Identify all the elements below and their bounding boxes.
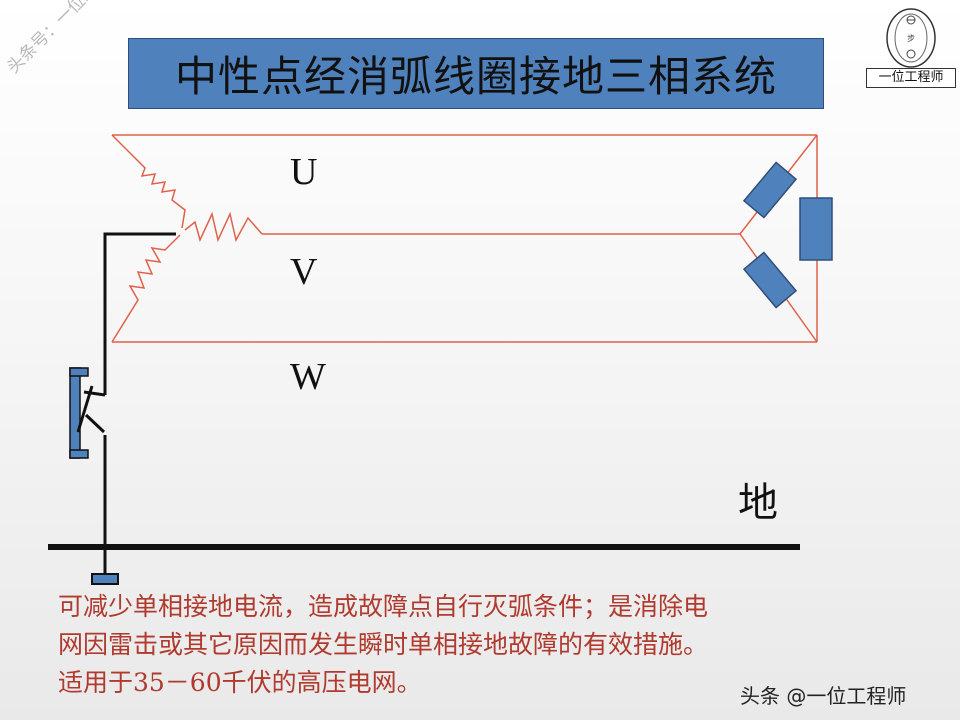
description: 可减少单相接地电流，造成故障点自行灭弧条件；是消除电 网因雷击或其它原因而发生瞬… — [58, 588, 908, 702]
logo: 步 — [866, 4, 960, 88]
load-resistor-upper — [742, 161, 798, 219]
phase-label-v: V — [290, 251, 318, 293]
neutral-lead — [103, 232, 176, 580]
svg-text:步: 步 — [907, 34, 915, 43]
logo-seal-icon: 步 — [886, 8, 936, 68]
ground-label: 地 — [738, 480, 778, 526]
bottom-watermark: 头条 @一位工程师 — [740, 684, 907, 708]
winding-v — [184, 211, 263, 243]
ground-terminal — [91, 573, 119, 585]
page-title: 中性点经消弧线圈接地三相系统 — [128, 38, 824, 109]
arc-suppression-coil-icon — [69, 367, 106, 459]
description-line: 适用于35－60千伏的高压电网。 — [58, 668, 422, 697]
phase-label-u: U — [290, 151, 318, 193]
load-resistor-right — [799, 197, 833, 261]
load-resistor-lower — [742, 251, 798, 309]
winding-w — [111, 234, 181, 343]
description-line: 可减少单相接地电流，造成故障点自行灭弧条件；是消除电 — [58, 592, 709, 621]
logo-caption: 一位工程师 — [866, 68, 956, 88]
phase-label-w: W — [290, 356, 326, 398]
description-line: 网因雷击或其它原因而发生瞬时单相接地故障的有效措施。 — [58, 630, 709, 659]
winding-u — [111, 134, 186, 229]
